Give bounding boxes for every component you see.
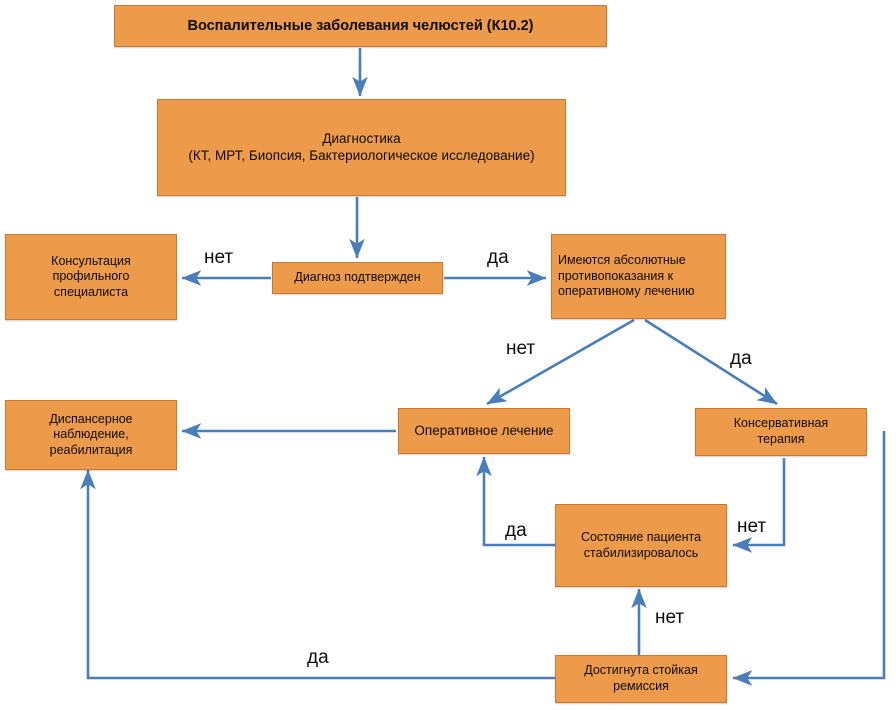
edge-contraind-to-operative <box>486 318 635 406</box>
edge-conservative-to-remission <box>732 431 886 686</box>
node-followup-line2: наблюдение, <box>53 427 129 442</box>
node-diagnostics-line1: Диагностика <box>322 130 401 146</box>
node-consult-line3: специалиста <box>53 284 129 299</box>
node-conservative-therapy-text: Консервативная терапия <box>702 416 860 447</box>
node-conservative-therapy-line2: терапия <box>757 432 805 446</box>
node-consult[interactable]: Консультация профильного специалиста <box>5 234 177 320</box>
node-disease[interactable]: Воспалительные заболевания челюстей (К10… <box>114 5 607 47</box>
node-followup-line3: реабилитация <box>49 442 133 457</box>
node-contraindications-text: Имеются абсолютные противопоказания к оп… <box>558 253 719 300</box>
edge-label-stabilized-no: нет <box>737 516 767 537</box>
node-contraindications[interactable]: Имеются абсолютные противопоказания к оп… <box>551 234 726 319</box>
node-patient-stabilized-line1: Состояние пациента <box>580 529 702 544</box>
node-remission-text: Достигнута стойкая ремиссия <box>562 663 720 694</box>
node-consult-text: Консультация профильного специалиста <box>12 254 170 301</box>
node-operative-treatment-label: Оперативное лечение <box>414 422 554 438</box>
node-remission-line2: ремиссия <box>613 679 669 693</box>
node-confirmed[interactable]: Диагноз подтвержден <box>272 262 443 294</box>
node-patient-stabilized[interactable]: Состояние пациента стабилизировалось <box>555 504 727 587</box>
node-remission[interactable]: Достигнута стойкая ремиссия <box>555 655 727 703</box>
edge-label-contraindications-yes: да <box>730 348 752 369</box>
node-operative-treatment[interactable]: Оперативное лечение <box>398 408 570 454</box>
node-confirmed-label: Диагноз подтвержден <box>294 270 421 285</box>
node-contraindications-line1: Имеются абсолютные <box>558 253 686 268</box>
node-contraindications-line2: противопоказания к <box>558 268 674 283</box>
node-consult-line2: профильного <box>52 269 130 284</box>
node-conservative-therapy-line1: Консервативная <box>733 416 829 431</box>
node-followup-line1: Диспансерное <box>49 411 133 426</box>
edge-contraind-to-conservative <box>644 318 778 406</box>
node-followup[interactable]: Диспансерное наблюдение, реабилитация <box>5 400 177 470</box>
edge-label-confirmed-yes: да <box>487 247 509 268</box>
node-patient-stabilized-text: Состояние пациента стабилизировалось <box>562 530 720 561</box>
node-patient-stabilized-line2: стабилизировалось <box>583 545 699 560</box>
node-diagnostics-text: Диагностика (КТ, МРТ, Биопсия, Бактериол… <box>164 131 559 165</box>
edge-label-remission-yes: да <box>307 647 329 668</box>
node-contraindications-line3: оперативному лечению <box>558 284 695 299</box>
node-disease-label: Воспалительные заболевания челюстей (К10… <box>187 17 534 34</box>
edge-label-confirmed-no: нет <box>204 247 234 268</box>
edge-label-contraindications-no: нет <box>506 338 536 359</box>
node-diagnostics-line2: (КТ, МРТ, Биопсия, Бактериологическое ис… <box>188 147 535 163</box>
node-diagnostics[interactable]: Диагностика (КТ, МРТ, Биопсия, Бактериол… <box>157 99 566 196</box>
node-followup-text: Диспансерное наблюдение, реабилитация <box>12 412 170 459</box>
edge-label-remission-no: нет <box>655 607 685 628</box>
node-conservative-therapy[interactable]: Консервативная терапия <box>695 408 867 456</box>
edge-label-stabilized-yes: да <box>505 520 527 541</box>
node-consult-line1: Консультация <box>51 253 131 268</box>
node-remission-line1: Достигнута стойкая <box>584 663 698 678</box>
